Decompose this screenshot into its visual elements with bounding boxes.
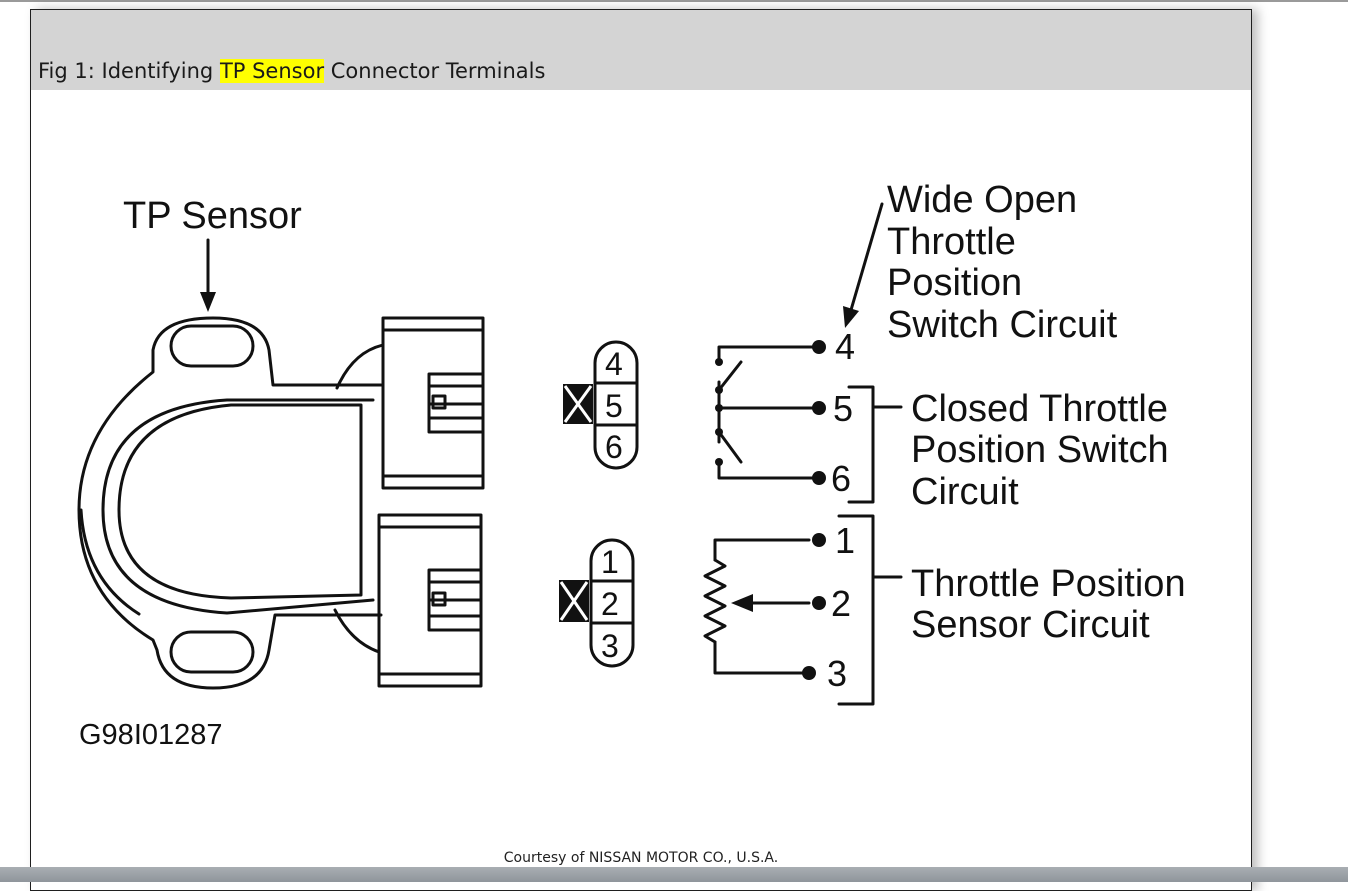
upper-connector-housing bbox=[381, 316, 485, 490]
lower-mount-slot bbox=[169, 630, 255, 674]
lower-connector-flange bbox=[333, 608, 381, 654]
upper-pin-block bbox=[593, 340, 639, 470]
lower-pin-1: 1 bbox=[601, 544, 619, 580]
tps-label-line-1: Throttle Position bbox=[911, 563, 1186, 605]
upper-connector-flange bbox=[335, 343, 385, 390]
upper-mount-slot bbox=[169, 324, 255, 368]
terminal-dot-5 bbox=[812, 401, 826, 415]
sensor-terminal-1: 1 bbox=[835, 520, 855, 561]
wot-pointer-arrowhead bbox=[843, 306, 859, 328]
potentiometer-resistor bbox=[703, 558, 727, 644]
terminal-dot-2 bbox=[812, 596, 826, 610]
sensor-outer-arc bbox=[79, 508, 141, 616]
caption-prefix: Fig 1: Identifying bbox=[38, 59, 220, 83]
terminal-dot-6 bbox=[812, 471, 826, 485]
top-rule bbox=[0, 0, 1348, 2]
caption-highlight: TP Sensor bbox=[219, 59, 325, 83]
pot-wire-1 bbox=[713, 538, 811, 562]
tp-sensor-diagram: TP Sensor G98I01287 4 5 6 1 2 3 4 5 6 1 … bbox=[77, 179, 1186, 751]
switch-terminal-5: 5 bbox=[833, 388, 853, 429]
lower-pin-block bbox=[589, 538, 635, 668]
sensor-label: TP Sensor bbox=[123, 195, 302, 237]
caption-bar: Fig 1: Identifying TP Sensor Connector T… bbox=[31, 10, 1251, 90]
closed-label-line-3: Circuit bbox=[911, 471, 1019, 513]
figure-panel: Fig 1: Identifying TP Sensor Connector T… bbox=[30, 9, 1252, 891]
lower-pin-3: 3 bbox=[601, 628, 619, 664]
sensor-inner-face bbox=[117, 403, 363, 600]
terminal-dot-3 bbox=[802, 666, 816, 680]
upper-connector-key bbox=[431, 394, 447, 410]
lower-connector-housing bbox=[377, 513, 483, 688]
upper-pin-4: 4 bbox=[605, 346, 623, 382]
wot-label-line-3: Position bbox=[887, 262, 1022, 304]
wot-switch-blade bbox=[717, 360, 743, 392]
sensor-outer-body bbox=[77, 316, 383, 690]
pot-wiper-arrowhead bbox=[731, 594, 753, 612]
tps-bracket bbox=[837, 514, 875, 706]
terminal-dot-4 bbox=[812, 340, 826, 354]
terminal-dot-1 bbox=[812, 533, 826, 547]
closed-label-line-2: Position Switch bbox=[911, 429, 1169, 471]
upper-connector-pin-outline bbox=[427, 372, 485, 434]
sensor-inner-body bbox=[101, 398, 375, 615]
wot-label-line-4: Switch Circuit bbox=[887, 304, 1118, 346]
switch-wire-6 bbox=[717, 463, 821, 480]
lower-connector-key bbox=[431, 591, 447, 607]
closed-switch-blade bbox=[717, 430, 743, 464]
caption-suffix: Connector Terminals bbox=[324, 59, 546, 83]
wot-label-line-2: Throttle bbox=[887, 221, 1016, 263]
upper-pin-5: 5 bbox=[605, 388, 623, 424]
closed-switch-bracket bbox=[847, 385, 875, 504]
wot-label-line-1: Wide Open bbox=[887, 179, 1077, 221]
switch-terminal-4: 4 bbox=[835, 326, 855, 367]
sensor-terminal-2: 2 bbox=[831, 583, 851, 624]
switch-terminal-6: 6 bbox=[831, 458, 851, 499]
lower-connector-pin-outline bbox=[427, 568, 483, 632]
sensor-pointer-arrowhead bbox=[200, 292, 216, 312]
tps-label-line-2: Sensor Circuit bbox=[911, 604, 1150, 646]
wot-pointer-line bbox=[849, 202, 884, 312]
bottom-bar bbox=[0, 867, 1348, 882]
figure-code: G98I01287 bbox=[79, 719, 223, 751]
lower-pin-2: 2 bbox=[601, 586, 619, 622]
credit-line: Courtesy of NISSAN MOTOR CO., U.S.A. bbox=[503, 850, 779, 866]
closed-label-line-1: Closed Throttle bbox=[911, 388, 1168, 430]
switch-wire-4 bbox=[717, 345, 821, 364]
pot-wire-3 bbox=[713, 640, 811, 675]
upper-pin-6: 6 bbox=[605, 429, 623, 465]
sensor-terminal-3: 3 bbox=[827, 653, 847, 694]
figure-caption: Fig 1: Identifying TP Sensor Connector T… bbox=[38, 56, 545, 86]
